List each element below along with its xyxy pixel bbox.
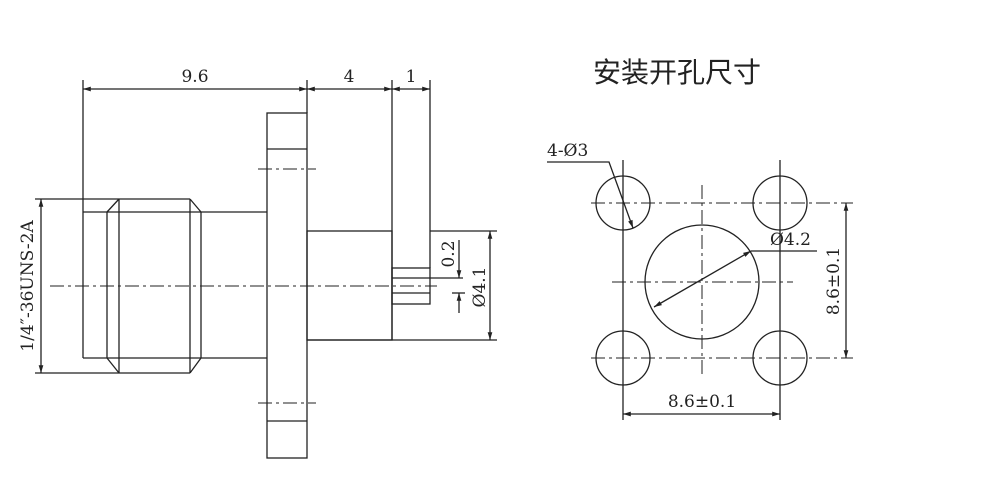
dim-label-thread: 1/4″-36UNS-2A — [18, 220, 38, 352]
dim-label-horizontal: 8.6±0.1 — [668, 392, 736, 412]
side-view: 9.6 4 1 1/4″-36UNS-2A — [18, 67, 497, 459]
drawing-title: 安装开孔尺寸 — [593, 56, 761, 89]
panel-cutout: 8.6±0.1 8.6±0.1 4-Ø3 Ø4.2 — [547, 141, 853, 420]
dim-label-body: 9.6 — [181, 67, 208, 87]
dim-label-vertical: 8.6±0.1 — [824, 247, 844, 315]
center-hole-label: Ø4.2 — [770, 230, 811, 250]
dim-label-pin: 1 — [406, 67, 417, 87]
dim-label-rear: 4 — [344, 67, 355, 87]
dim-label-rear-diameter: Ø4.1 — [470, 267, 490, 308]
hole-callout: 4-Ø3 — [547, 141, 588, 161]
dim-label-pin-offset: 0.2 — [439, 240, 459, 267]
